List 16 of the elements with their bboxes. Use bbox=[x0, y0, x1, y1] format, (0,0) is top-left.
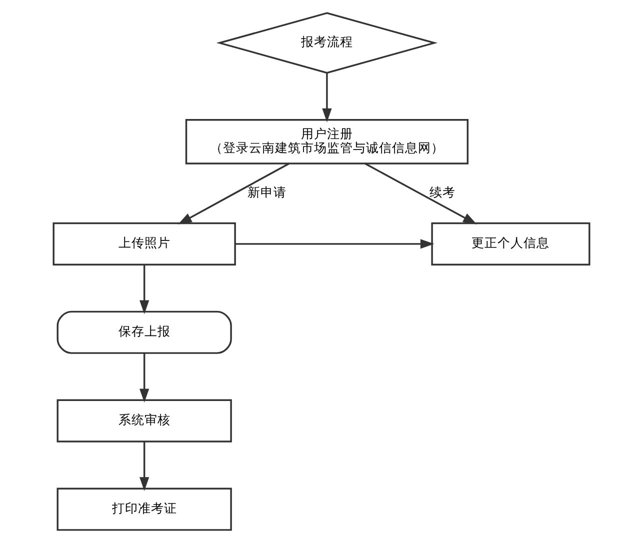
node-box: 更正个人信息 bbox=[430, 222, 590, 266]
arrow bbox=[322, 73, 332, 122]
node-diamond: 报考流程 bbox=[216, 12, 438, 74]
node-box: 上传照片 bbox=[52, 222, 236, 266]
node-box: 保存上报 bbox=[56, 310, 232, 354]
arrow bbox=[177, 162, 290, 224]
arrow bbox=[139, 442, 149, 491]
node-box: 用户注册 （登录云南建筑市场监管与诚信信息网） bbox=[184, 119, 468, 164]
node-box: 打印准考证 bbox=[56, 488, 232, 531]
arrow bbox=[139, 264, 149, 314]
arrow bbox=[139, 353, 149, 403]
edge-label: 新申请 bbox=[247, 184, 286, 200]
edge-label: 续考 bbox=[428, 184, 455, 200]
arrow bbox=[234, 239, 434, 249]
node-box: 系统审核 bbox=[56, 399, 232, 442]
arrow bbox=[364, 162, 476, 224]
